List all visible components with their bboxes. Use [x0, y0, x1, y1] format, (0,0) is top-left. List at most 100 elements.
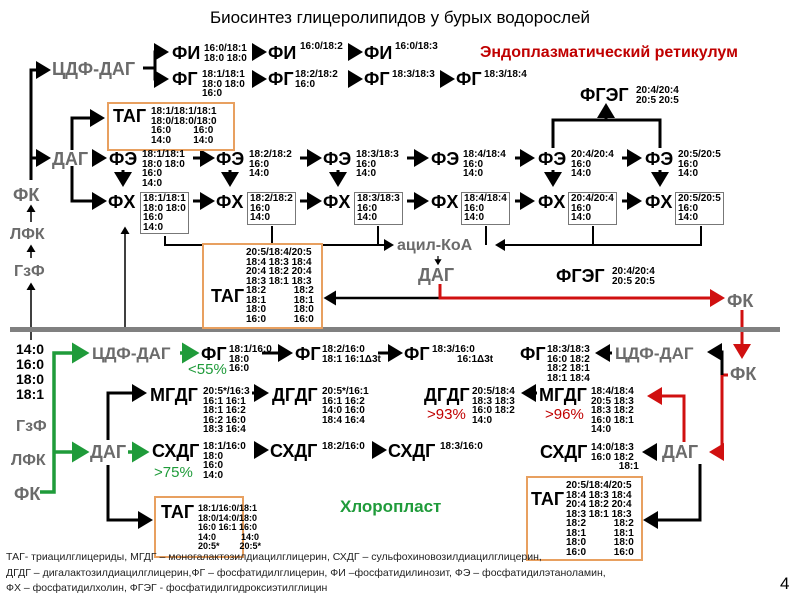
fe-node: ФЭ	[645, 149, 674, 169]
fg-percent: <55%	[188, 361, 227, 378]
fg-composition: 18:2/16:0 18:1 16:1Δ3t	[322, 344, 381, 365]
fe-node: ФЭ	[431, 149, 460, 169]
abbreviations-legend: ТАГ- триацилглицериды, МГДГ – моногалакт…	[6, 550, 606, 597]
fg-node: ФГ	[404, 344, 430, 364]
fgeg-node: ФГЭГ	[580, 85, 629, 105]
tag-node: ТАГ	[113, 106, 147, 126]
fe-node: ФЭ	[538, 149, 567, 169]
mgdg-composition: 18:4/18:4 20:5 18:3 18:3 18:2 16:0 18:1 …	[591, 386, 634, 435]
tag-node: ТАГ	[161, 502, 195, 522]
tag-composition: 20:5/18:4/20:5 18:4 18:3 18:4 20:4 18:2 …	[246, 247, 314, 325]
mgdg-percent: >96%	[545, 406, 584, 423]
fe-node: ФЭ	[216, 149, 245, 169]
fi-composition: 16:0/18:2	[300, 41, 343, 52]
fe-node: ФЭ	[109, 149, 138, 169]
fg-node: ФГ	[172, 69, 198, 89]
mgdg-node: МГДГ	[539, 385, 587, 405]
fx-composition: 18:4/18:4 16:0 14:0	[461, 192, 510, 225]
fx-node: ФХ	[431, 192, 459, 212]
fx-composition: 20:4/20:4 16:0 14:0	[568, 192, 617, 225]
red-arrows	[438, 284, 751, 461]
fg-node: ФГ	[201, 344, 227, 364]
legend-line: ТАГ- триацилглицериды, МГДГ – моногалакт…	[6, 551, 542, 563]
sqdg-node: СХДГ	[388, 441, 436, 461]
chloroplast-label: Хлоропласт	[340, 497, 442, 516]
g3f-chl: ГзФ	[16, 418, 47, 435]
fx-composition: 18:1/18:1 18:0 18:0 16:0 14:0	[140, 192, 189, 234]
cdp-dag-chl: ЦДФ-ДАГ	[92, 344, 171, 363]
fg-composition: 18:2/18:2 16:0	[295, 69, 338, 90]
fg-node: ФГ	[456, 69, 482, 89]
compartment-divider	[10, 327, 780, 332]
chloroplast-arrows	[106, 343, 724, 529]
g3f-er: ГзФ	[14, 263, 45, 280]
fk-chl-right: ФК	[730, 364, 757, 384]
tag-box-mid: ТАГ 20:5/18:4/20:5 18:4 18:3 18:4 20:4 1…	[202, 243, 323, 329]
fg-node: ФГ	[295, 344, 321, 364]
fk-er: ФК	[13, 185, 40, 205]
legend-line: ФХ – фосфатидилхолин, ФГЭГ - фосфатидилг…	[6, 582, 328, 594]
fg-composition: 18:3/16:0 16:1Δ3t	[432, 344, 494, 365]
fe-composition: 18:1/18:1 18:0 18:0 16:0 14:0	[142, 149, 185, 189]
dgdg-node: ДГДГ	[424, 385, 470, 405]
acyl-coa: ацил-КоА	[397, 237, 473, 254]
dag-chl: ДАГ	[90, 442, 127, 462]
legend-line: ДГДГ – дигалактозилдиацилглицерин,ФГ – ф…	[6, 566, 606, 579]
lfk-er: ЛФК	[10, 226, 45, 243]
fe-composition: 18:4/18:4 16:0 14:0	[463, 149, 506, 179]
sqdg-composition: 18:3/16:0	[440, 441, 483, 452]
sqdg-percent: >75%	[154, 464, 193, 481]
dag-er: ДАГ	[52, 149, 89, 169]
fk-chl: ФК	[14, 484, 41, 504]
sqdg-node: СХДГ	[152, 441, 200, 461]
tag-box-chl-left: ТАГ 18:1/16:0/18:1 18:0/14:0/18:0 16:0 1…	[154, 496, 261, 558]
fi-node: ФИ	[172, 43, 201, 63]
fx-node: ФХ	[216, 192, 244, 212]
dgdg-percent: >93%	[427, 406, 466, 423]
fx-node: ФХ	[323, 192, 351, 212]
dgdg-composition: 20:5/18:4 18:3 18:3 16:0 18:2 14:0	[472, 386, 515, 426]
fg-node: ФГ	[520, 344, 546, 364]
sqdg-node: СХДГ	[270, 441, 318, 461]
fx-composition: 18:2/18:2 16:0 14:0	[247, 192, 296, 225]
fx-composition: 20:5/20:5 16:0 14:0	[675, 192, 724, 225]
tag-node: ТАГ	[531, 489, 565, 509]
sqdg-composition: 18:1/16:0 18:0 16:0 14:0	[203, 441, 246, 481]
fi-composition: 16:0/18:3	[395, 41, 438, 52]
fgeg-node: ФГЭГ	[556, 266, 605, 286]
lfk-chl: ЛФК	[11, 452, 46, 469]
page-number: 4	[780, 574, 790, 593]
fatty-acids: 14:0 16:0 18:0 18:1	[16, 341, 45, 402]
fe-composition: 18:3/18:3 16:0 14:0	[356, 149, 399, 179]
fg-composition: 18:3/18:3	[392, 69, 435, 80]
fi-node: ФИ	[268, 43, 297, 63]
fgeg-composition: 20:4/20:4 20:5 20:5	[636, 85, 679, 106]
fx-composition: 18:3/18:3 16:0 14:0	[354, 192, 403, 225]
er-arrows	[26, 43, 702, 340]
dag-mid: ДАГ	[418, 265, 455, 285]
fx-node: ФХ	[645, 192, 673, 212]
tag-node: ТАГ	[211, 286, 245, 306]
green-arrows	[40, 342, 200, 494]
fg-composition: 18:1/16:0 18:0 16:0	[229, 344, 272, 374]
tag-box-er: ТАГ 18:1/18:1/18:1 18:0/18:0/18:0 16:0 1…	[107, 102, 235, 151]
sqdg-composition: 14:0/18:3 16:0 18:2 18:1	[591, 442, 639, 472]
fg-composition: 18:1/18:1 18:0 18:0 16:0	[202, 69, 245, 99]
mgdg-node: МГДГ	[150, 385, 198, 405]
fg-composition: 18:3/18:4	[484, 69, 527, 80]
fe-node: ФЭ	[323, 149, 352, 169]
fg-node: ФГ	[268, 69, 294, 89]
fx-node: ФХ	[108, 192, 136, 212]
tag-box-chl-right: ТАГ 20:5/18:4/20:5 18:4 18:3 18:4 20:4 1…	[526, 476, 643, 561]
fg-composition: 18:3/18:3 16:0 18:2 18:2 18:1 18:1 18:4	[547, 344, 590, 384]
fg-node: ФГ	[364, 69, 390, 89]
dag-chl-right: ДАГ	[662, 442, 699, 462]
er-label: Эндоплазматический ретикулум	[480, 44, 738, 61]
tag-composition: 18:1/16:0/18:1 18:0/14:0/18:0 16:0 16:1 …	[198, 503, 262, 551]
dgdg-node: ДГДГ	[272, 385, 318, 405]
tag-composition: 18:1/18:1/18:1 18:0/18:0/18:0 16:0 16:0 …	[151, 106, 217, 146]
sqdg-node: СХДГ	[540, 442, 588, 462]
page-title: Биосинтез глицеролипидов у бурых водорос…	[209, 8, 591, 27]
